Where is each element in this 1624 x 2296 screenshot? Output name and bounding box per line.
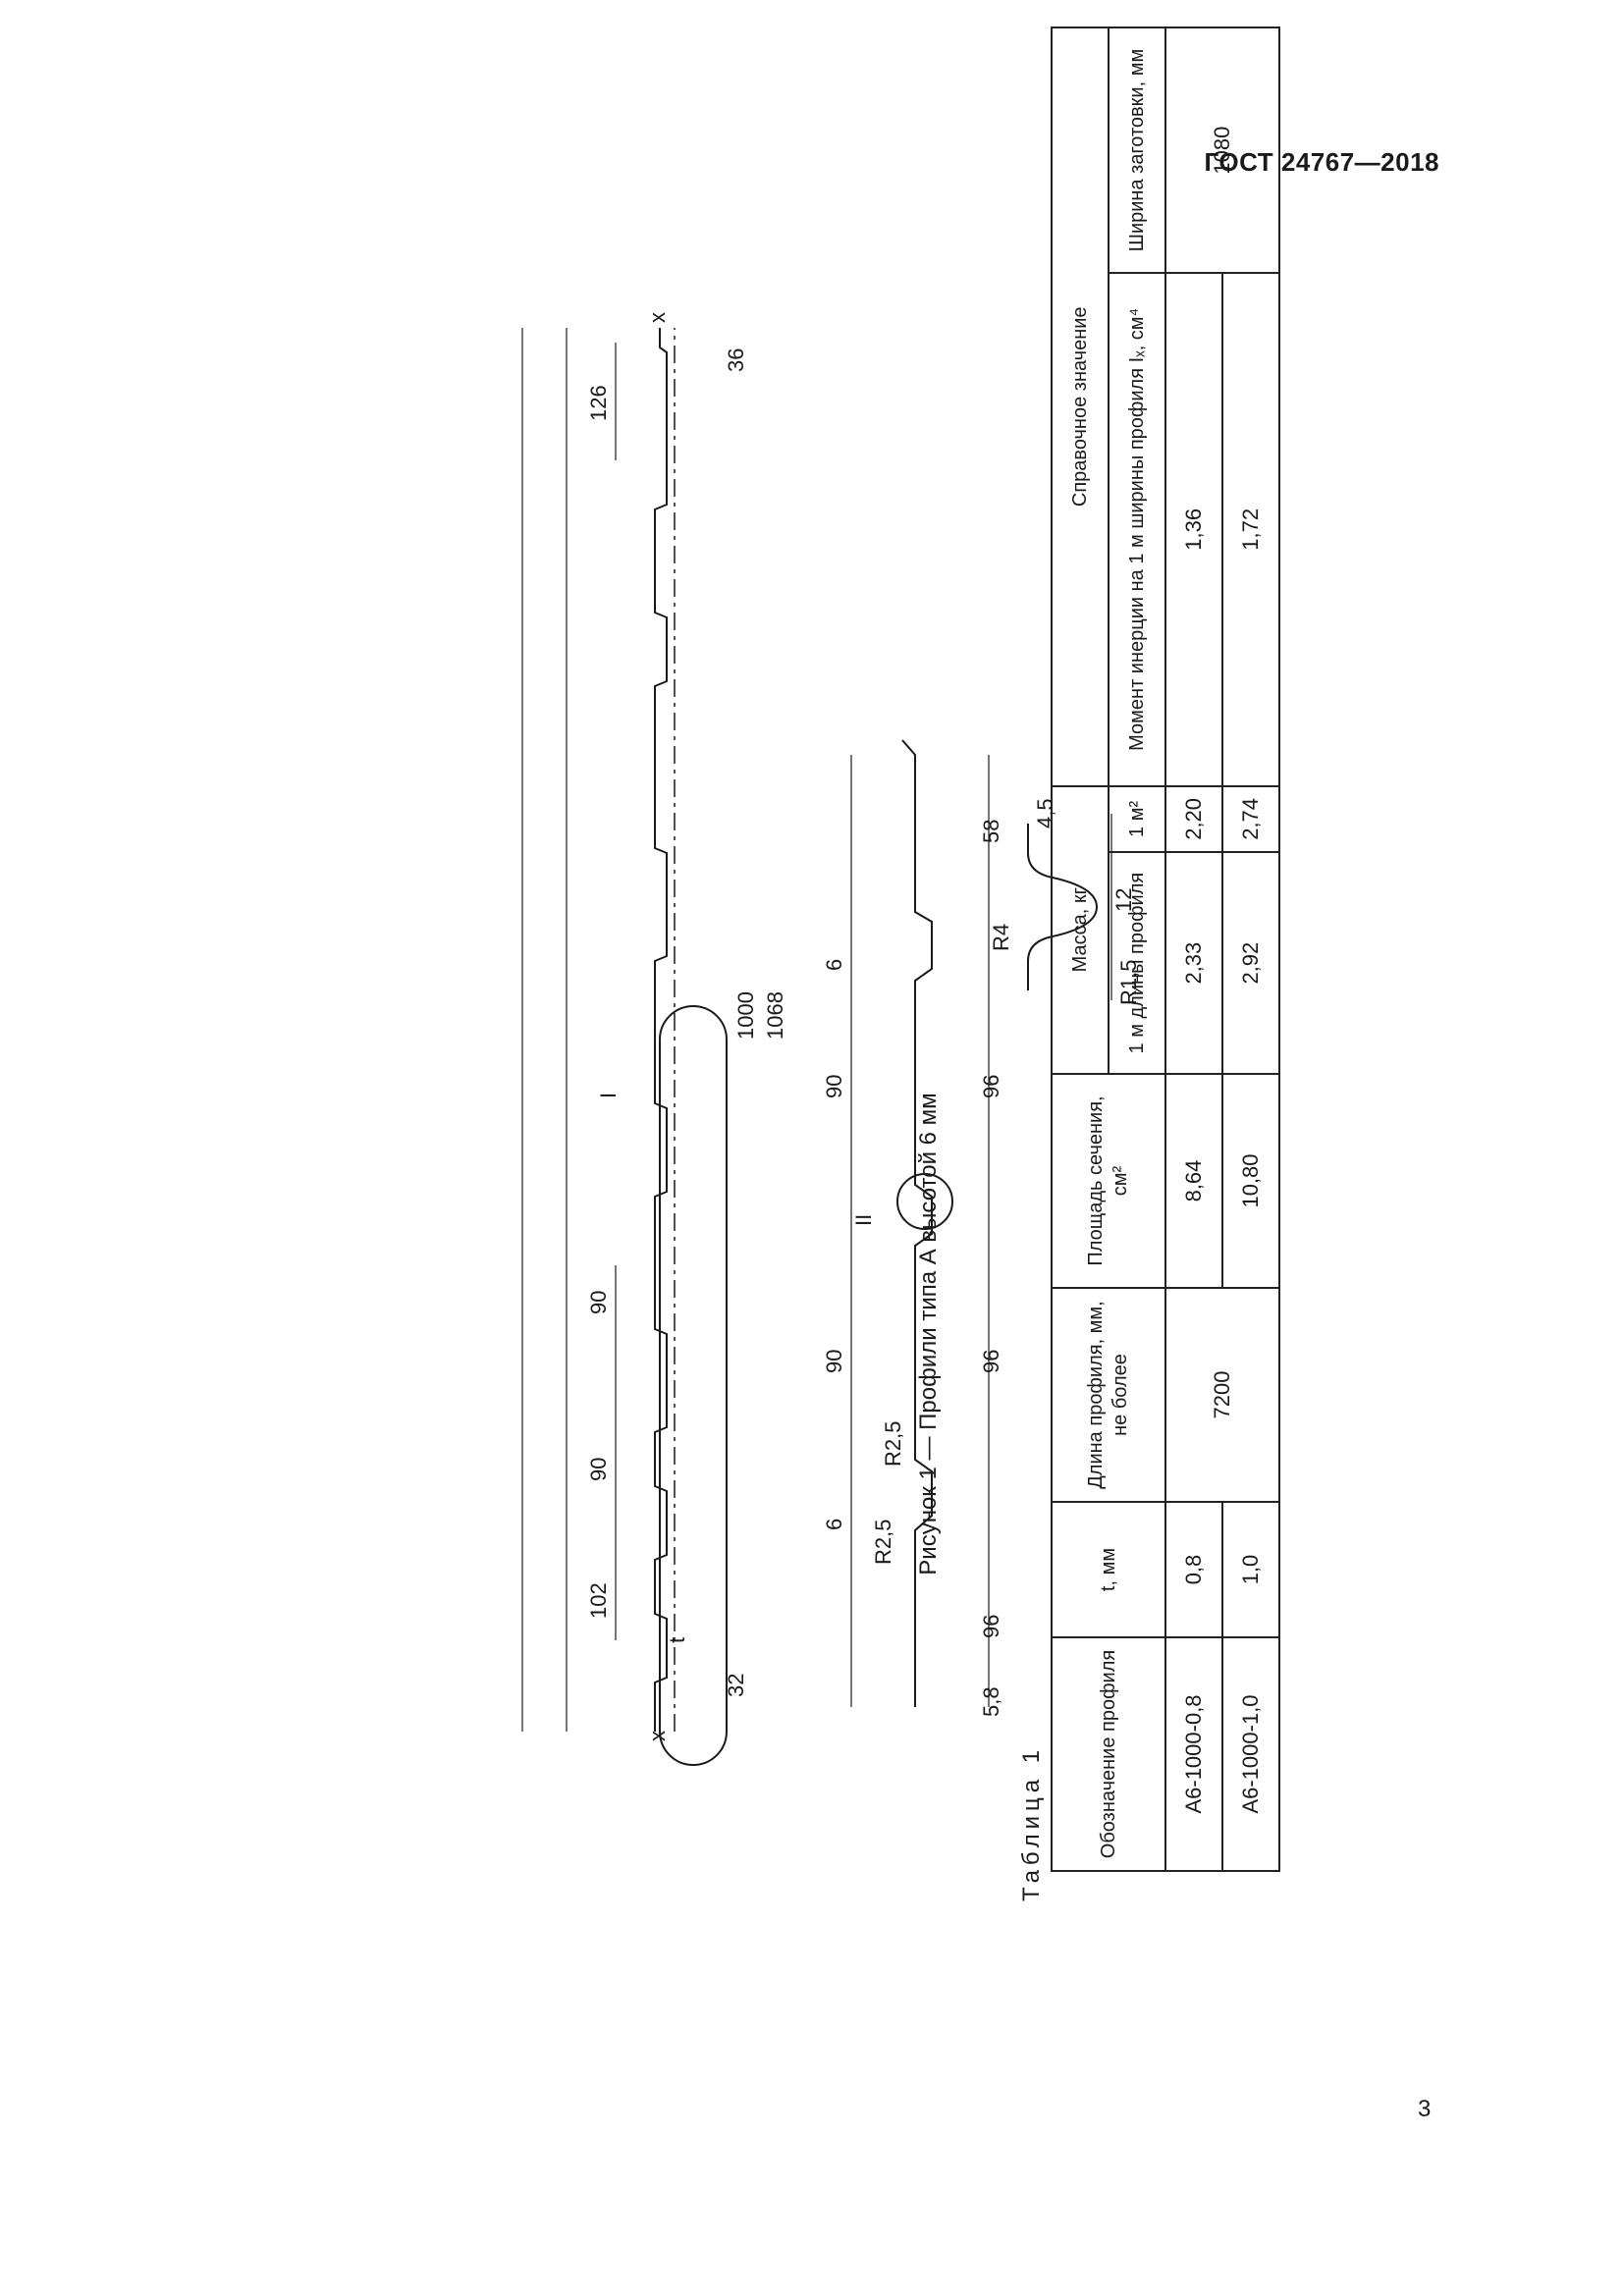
profile-top-view <box>654 328 668 1732</box>
dim-depth-6-b: 6 <box>822 959 846 971</box>
dim-102: 102 <box>586 1582 611 1619</box>
header-mass-1m2: 1 м² <box>1109 785 1165 853</box>
dim-126: 126 <box>586 385 611 421</box>
dim-pitch-90-a: 90 <box>822 1350 846 1373</box>
dim-58: 58 <box>979 820 1003 843</box>
row-1-inertia: 1,36 <box>1165 273 1222 786</box>
row-1-mass-1m2: 2,20 <box>1165 785 1222 853</box>
row-2-t: 1,0 <box>1222 1502 1279 1637</box>
detail-i-label: I <box>596 1093 621 1098</box>
row-2-designation: А6-1000-1,0 <box>1222 1637 1279 1871</box>
header-t: t, мм <box>1052 1502 1165 1637</box>
row-2-mass-1m: 2,92 <box>1222 852 1279 1074</box>
dim-36: 36 <box>724 348 748 372</box>
rotated-page-content: x x I II t 102 90 90 126 32 36 1000 1068… <box>321 27 1303 2080</box>
dim-96-a: 96 <box>979 1615 1003 1638</box>
t-label: t <box>665 1637 689 1643</box>
dim-pitch-90-b: 90 <box>822 1075 846 1098</box>
header-inertia: Момент инерции на 1 м ширины профиля Iₓ,… <box>1109 273 1165 786</box>
profile-cross-section <box>901 739 933 1707</box>
dim-90-b: 90 <box>586 1291 611 1314</box>
header-mass: Масса, кг <box>1052 785 1109 1074</box>
header-reference: Справочное значение <box>1052 27 1109 786</box>
radius-r1-5: R1,5 <box>1116 960 1141 1005</box>
table-title: Таблица 1 <box>1018 1744 1045 1901</box>
dim-90-a: 90 <box>586 1458 611 1481</box>
row-1-designation: А6-1000-0,8 <box>1165 1637 1222 1871</box>
radius-r2-5-a: R2,5 <box>871 1520 895 1565</box>
row-1-t: 0,8 <box>1165 1502 1222 1637</box>
row-1-mass-1m: 2,33 <box>1165 852 1222 1074</box>
radius-r4: R4 <box>989 924 1013 951</box>
dim-4-5: 4,5 <box>1033 798 1057 828</box>
header-mass-1m: 1 м длины профиля <box>1109 852 1165 1074</box>
dim-32: 32 <box>724 1674 748 1697</box>
dim-depth-6-a: 6 <box>822 1519 846 1530</box>
standard-header: ГОСТ 24767—2018 <box>1204 147 1439 177</box>
detail-ii-label: II <box>851 1214 876 1226</box>
shared-blank-width: 1080 <box>1165 27 1279 274</box>
header-blank-width: Ширина заготовки, мм <box>1109 27 1165 274</box>
header-length: Длина профиля, мм, не более <box>1052 1288 1165 1502</box>
dim-5-8: 5,8 <box>979 1686 1003 1717</box>
dim-96-c: 96 <box>979 1075 1003 1098</box>
row-2-mass-1m2: 2,74 <box>1222 785 1279 853</box>
row-2-inertia: 1,72 <box>1222 273 1279 786</box>
axis-label-left: x <box>645 1731 670 1741</box>
header-area: Площадь сечения, см² <box>1052 1074 1165 1288</box>
radius-r2-5-b: R2,5 <box>881 1421 905 1467</box>
row-1-area: 8,64 <box>1165 1074 1222 1288</box>
page-number: 3 <box>1418 2096 1432 2122</box>
dim-1000: 1000 <box>733 991 758 1040</box>
detail-ii-shape <box>1027 824 1099 990</box>
spec-table: Обозначение профиля t, мм Длина профиля,… <box>1051 27 1280 1872</box>
dim-1068: 1068 <box>763 991 787 1040</box>
row-2-area: 10,80 <box>1222 1074 1279 1288</box>
header-designation: Обозначение профиля <box>1052 1637 1165 1871</box>
figure-caption: Рисунок 1 — Профили типа А высотой 6 мм <box>915 1093 942 1575</box>
profile-drawing: x x I II t 102 90 90 126 32 36 1000 1068… <box>521 312 1141 1766</box>
dim-96-b: 96 <box>979 1350 1003 1373</box>
axis-label-right: x <box>645 312 670 323</box>
dim-12: 12 <box>1111 888 1136 912</box>
detail-i-outline <box>659 1005 728 1766</box>
shared-length: 7200 <box>1165 1288 1279 1502</box>
